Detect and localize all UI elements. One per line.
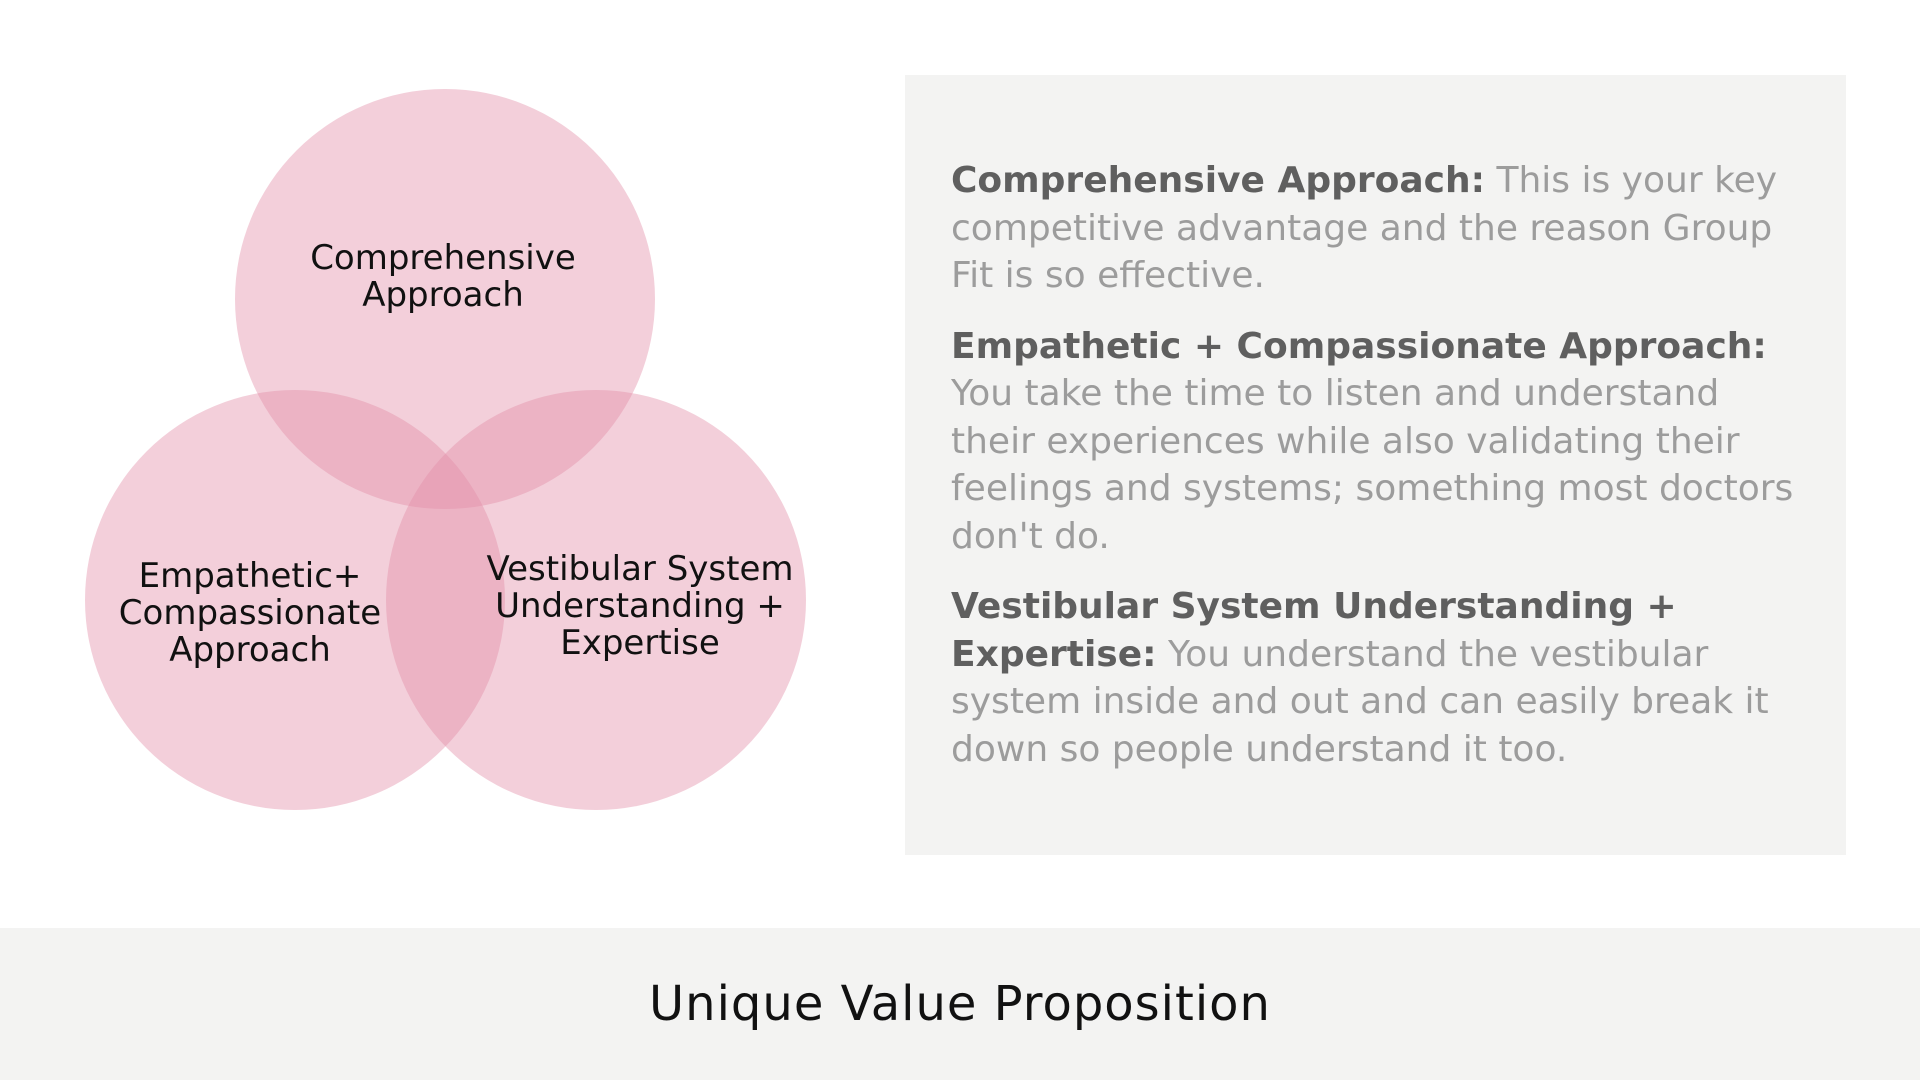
info-desc: You take the time to listen and understa… [951,373,1794,557]
info-desc: This is your key competitive advantage a… [951,160,1778,296]
slide-title: Unique Value Proposition [649,976,1271,1032]
info-text: Comprehensive Approach: This is your key… [951,157,1806,796]
info-item-vestibular: Vestibular System Understanding + Expert… [951,583,1806,773]
footer-band: Unique Value Proposition [0,928,1920,1080]
venn-circle-empathetic [85,390,505,810]
venn-label-empathetic: Empathetic+ Compassionate Approach [118,556,382,670]
info-panel: Comprehensive Approach: This is your key… [905,75,1846,855]
info-item-empathetic: Empathetic + Compassionate Approach: You… [951,323,1806,561]
info-term: Comprehensive Approach: [951,160,1486,201]
info-term: Empathetic + Compassionate Approach: [951,325,1767,367]
venn-circle-vestibular [386,390,806,810]
info-desc: You understand the vestibular system ins… [951,633,1769,770]
info-term: Vestibular System Understanding + Expert… [951,586,1677,675]
info-item-comprehensive: Comprehensive Approach: This is your key… [951,157,1806,300]
venn-circle-comprehensive [235,89,655,509]
venn-label-vestibular: Vestibular System Understanding + Expert… [486,549,794,663]
venn-label-comprehensive: Comprehensive Approach [310,238,576,315]
venn-diagram: Comprehensive Approach Empathetic+ Compa… [0,0,900,900]
